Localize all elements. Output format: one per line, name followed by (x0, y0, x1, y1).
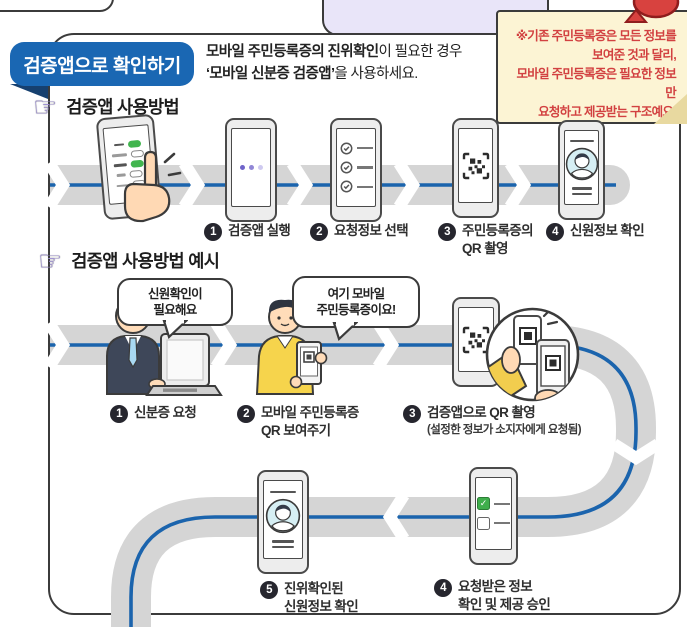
loading-dots-icon (239, 165, 263, 170)
identity-screen (263, 480, 303, 559)
note-line2: 보여준 것과 달리, (592, 48, 677, 62)
phone-select-info (330, 118, 382, 222)
tapping-hand-icon (123, 150, 182, 223)
bubble-tail (332, 322, 358, 342)
intro-line1-bold: 모바일 주민등록증의 진위확인 (206, 44, 379, 60)
step1-4-label: 4 신원정보 확인 (546, 222, 645, 241)
step-number: 2 (237, 404, 255, 423)
pushpin-icon (623, 0, 680, 23)
note-line4: 요청하고 제공받는 구조예요. (538, 105, 677, 119)
pointing-hand-icon: ☞ (38, 245, 63, 276)
phone-identity-check (558, 120, 605, 220)
step2-3-label: 3 검증앱으로 QR 촬영(설정한 정보가 소지자에게 요청됨) (403, 404, 582, 439)
step1-2-label: 2 요청정보 선택 (310, 222, 409, 241)
identity-screen (564, 130, 599, 205)
phone-approve-info: ✓ (469, 467, 518, 565)
avatar-icon (265, 498, 301, 534)
checklist-screen (336, 128, 376, 207)
phone-app-launch (225, 118, 277, 222)
phone-qr-scan (452, 118, 499, 218)
phone-verified-identity (257, 470, 309, 574)
section2-header: ☞ 검증앱 사용방법 예시 (38, 245, 220, 276)
section1-header: ☞ 검증앱 사용방법 (33, 91, 180, 122)
step-number: 3 (438, 222, 456, 241)
intro-line2-rest: 을 사용하세요. (334, 66, 418, 82)
note-line3: 모바일 주민등록증은 필요한 정보만 (516, 67, 676, 100)
step-number: 5 (260, 580, 278, 599)
intro-line1-rest: 이 필요한 경우 (378, 44, 462, 60)
scanning-inset-circle (485, 307, 580, 402)
avatar-icon (565, 147, 599, 181)
note-line1: ※기존 주민등록증은 모든 정보를 (515, 29, 677, 43)
top-left-tab (0, 0, 114, 12)
step-number: 3 (403, 404, 421, 423)
check-circle-icon (340, 142, 353, 155)
pointing-hand-icon: ☞ (33, 91, 58, 122)
qr-code-icon (461, 151, 491, 181)
section1-title: 검증앱 사용방법 (66, 97, 179, 117)
check-circle-icon (340, 161, 353, 174)
loading-screen (231, 128, 271, 207)
sticky-note: ※기존 주민등록증은 모든 정보를 보여준 것과 달리, 모바일 주민등록증은 … (496, 10, 687, 124)
step-number: 1 (110, 404, 128, 423)
intro-text: 모바일 주민등록증의 진위확인이 필요한 경우 ‘모바일 신분증 검증앱’을 사… (206, 41, 462, 85)
qr-screen (458, 128, 493, 203)
step-number: 1 (204, 222, 222, 241)
check-circle-icon (340, 180, 353, 193)
section2-title: 검증앱 사용방법 예시 (71, 251, 220, 271)
title-ribbon: 검증앱으로 확인하기 (10, 42, 194, 86)
toggle-on (127, 139, 141, 148)
step-number: 2 (310, 222, 328, 241)
approval-screen: ✓ (475, 477, 512, 550)
step1-1-label: 1 검증앱 실행 (204, 222, 291, 241)
bubble-tail (162, 320, 188, 340)
step2-1-label: 1 신분증 요청 (110, 404, 197, 423)
checked-checkbox-icon: ✓ (477, 497, 490, 511)
empty-checkbox-icon (477, 516, 490, 530)
intro-line2-bold: ‘모바일 신분증 검증앱’ (206, 66, 335, 82)
step-number: 4 (434, 578, 452, 597)
step-number: 4 (546, 222, 564, 241)
page-title: 검증앱으로 확인하기 (23, 55, 181, 77)
